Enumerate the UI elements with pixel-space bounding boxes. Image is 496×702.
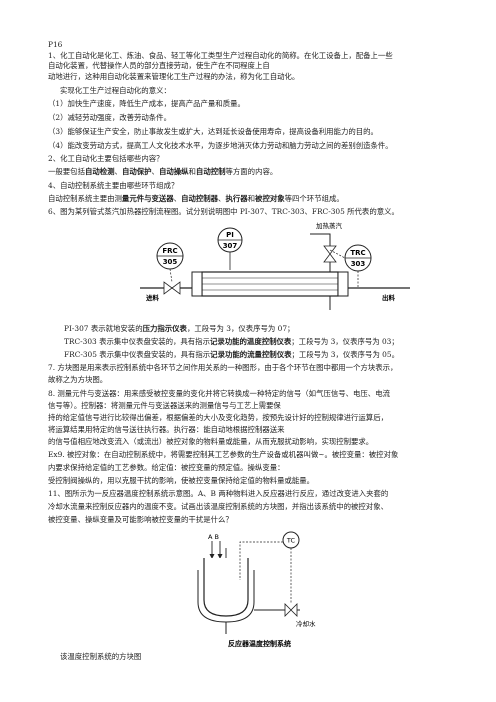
feed-label: 进料 xyxy=(146,293,160,302)
q4-question: 4、自动控制系统主要由哪些环节组成？ xyxy=(48,181,179,190)
ex9-line-1: Ex9. 被控对象：在自动控制系统中，将需要控制其工艺参数的生产设备或机器叫做~… xyxy=(48,450,399,459)
q11-line-2: 冷却水流量来控制反应器内的温度不变。试画出该温度控制系统的方块图，并指出该系统中… xyxy=(48,502,388,511)
pi-number: 307 xyxy=(223,242,238,250)
heater-flow-diagram: FRC 305 PI 307 TRC 303 加热蒸汽 进料 出料 xyxy=(140,221,410,310)
q1-significance-heading: 实现化工生产过程自动化的意义： xyxy=(60,86,171,95)
q7-line-2: 故称之为方块图。 xyxy=(48,375,108,384)
trc-number: 303 xyxy=(351,260,366,268)
q8-line-4: 将运算结果用特定的信号送往执行器。执行器：能自动地根据控制器送来 xyxy=(48,425,285,434)
q6-question: 6、图为某列管式蒸汽加热器控制流程图。试分别说明图中 PI-307、TRC-30… xyxy=(48,207,399,216)
q8-line-1: 8. 测量元件与变送器：用来感受被控变量的变化并将它转换成一种特定的信号（如气压… xyxy=(48,389,390,398)
frc-number: 305 xyxy=(163,258,178,266)
q1-line-3: 动地进行，这种用自动化装置来管理化工生产过程的办法，称为化工自动化。 xyxy=(48,72,300,81)
q1-item-2: （2）减轻劳动强度，改善劳动条件。 xyxy=(48,113,171,122)
ex9-line-2: 内要求保持给定值的工艺参数。给定值：被控变量的预定值。操纵变量： xyxy=(48,463,285,472)
frc-tag: FRC xyxy=(162,247,177,255)
q6-answer-trc: TRC-303 表示集中仪表盘安装的，具有指示记录功能的温度控制仪表；工段号为 … xyxy=(64,337,399,346)
q11-line-3: 被控变量、操纵变量及可能影响被控变量的干扰是什么？ xyxy=(48,515,233,524)
q1-line-2: 自动化装置，代替操作人员的部分直接劳动，使生产在不同程度上自 xyxy=(48,61,270,70)
page-number: P16 xyxy=(48,40,63,49)
q2-question: 2、化工自动化主要包括哪些内容？ xyxy=(48,154,164,163)
q7-line-1: 7. 方块图是用来表示控制系统中各环节之间作用关系的一种图形，由于各个环节在图中… xyxy=(48,363,398,372)
q1-item-3: （3）能够保证生产安全，防止事故发生或扩大，达到延长设备使用寿命，提高设备利用能… xyxy=(48,127,378,136)
pi-tag: PI xyxy=(226,231,234,239)
q1-line-1: 1、化工自动化是化工、炼油、食品、轻工等化工类型生产过程自动化的简称。在化工设备… xyxy=(48,51,393,60)
q2-answer: 一般要包括自动检测、自动保护、自动操纵和自动控制等方面的内容。 xyxy=(48,167,278,176)
q8-line-2: 信号等）。控制器：将测量元件与变送器送来的测量信号与工艺上需要保 xyxy=(48,401,281,410)
ex9-line-3: 受控制阀操纵的，用以克服干扰的影响，使被控变量保持给定值的物料量或能量。 xyxy=(48,476,315,485)
trc-tag: TRC xyxy=(350,249,365,257)
block-diagram-caption: 该温度控制系统的方块图 xyxy=(60,652,142,661)
q11-line-1: 11、图所示为一反应器温度控制系统示意图。A、B 两种物料进入反应器进行反应，通… xyxy=(48,489,389,498)
tc-tag: TC xyxy=(286,537,296,545)
q8-line-3: 持的给定值信号进行比较得出偏差，根据偏差的大小及变化趋势，按预先设计好的控制规律… xyxy=(48,413,388,422)
q1-item-4: （4）能改变劳动方式，提高工人文化技术水平，为逐步地消灭体力劳动和脑力劳动之间的… xyxy=(48,141,393,150)
cooling-water-label: 冷却水 xyxy=(296,619,316,628)
reactor-caption: 反应器温度控制系统 xyxy=(228,639,291,648)
steam-label: 加热蒸汽 xyxy=(316,221,343,230)
outlet-label: 出料 xyxy=(382,293,396,302)
q6-answer-frc: FRC-305 表示集中仪表盘安装的，具有指示记录功能的流量控制仪表；工段号为 … xyxy=(64,350,399,359)
reactor-vessel xyxy=(203,558,249,617)
reactor-control-diagram: A B TC 冷却水 反应器温度控制系统 xyxy=(197,531,316,648)
q1-item-1: （1）加快生产速度，降低生产成本，提高产品产量和质量。 xyxy=(48,99,245,108)
q4-answer: 自动控制系统主要由测量元件与变送器、自动控制器、执行器和被控对象等四个环节组成。 xyxy=(48,194,344,203)
q6-answer-pi: PI-307 表示就地安装的压力指示仪表，工段号为 3，仪表序号为 07； xyxy=(64,324,295,333)
q8-line-5: 的信号值相应地改变流入（或流出）被控对象的物料量或能量，从而克服扰动影响，实现控… xyxy=(48,437,374,446)
feed-ab-label: A B xyxy=(208,533,219,541)
